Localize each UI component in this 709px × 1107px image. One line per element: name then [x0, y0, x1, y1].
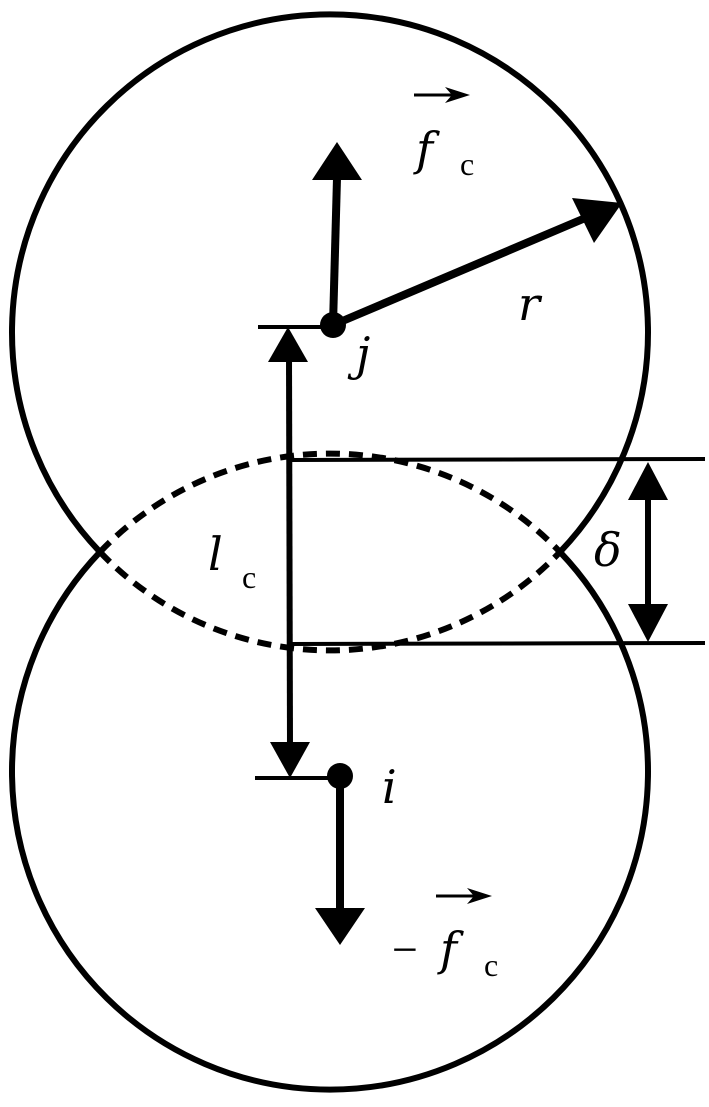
vector-arrow-icon: [436, 888, 492, 904]
particle-i-circle-solid: [9, 549, 651, 1093]
overlap-arrow-head-down: [628, 604, 668, 642]
force-bottom-subscript: c: [484, 947, 498, 983]
overlap-label: δ: [594, 523, 622, 577]
contact-length-shaft: [286, 354, 293, 749]
particle-j-label: j: [347, 327, 370, 381]
particle-j-circle-dashed: [97, 549, 563, 654]
overlap-bottom-line: [289, 641, 706, 646]
force-bottom-sign: −: [392, 924, 418, 975]
force-top-subscript: c: [460, 146, 474, 182]
particle-j-center-dot: [320, 312, 346, 338]
radius-label: r: [518, 277, 543, 331]
contact-length-label: l: [208, 527, 223, 581]
particle-i-center-dot: [327, 763, 353, 789]
force-bottom-label: f: [437, 922, 464, 976]
contact-length-head-down: [270, 742, 310, 778]
particle-i-label: i: [382, 760, 397, 814]
particle-j-circle-solid: [9, 11, 651, 555]
force-down-arrow-head: [315, 908, 365, 945]
contact-length-head-up: [268, 327, 308, 362]
contact-length-subscript: c: [242, 559, 256, 595]
particle-i-circle-dashed: [97, 450, 563, 555]
force-up-arrow-head: [312, 142, 362, 180]
force-top-label: f: [413, 122, 440, 176]
force-up-shaft: [329, 177, 341, 326]
radius-shaft: [331, 212, 592, 329]
radius-arrow-head: [572, 198, 622, 243]
overlap-top-line: [289, 457, 706, 462]
vector-arrow-icon: [414, 87, 470, 103]
overlap-arrow-head-up: [628, 462, 668, 500]
